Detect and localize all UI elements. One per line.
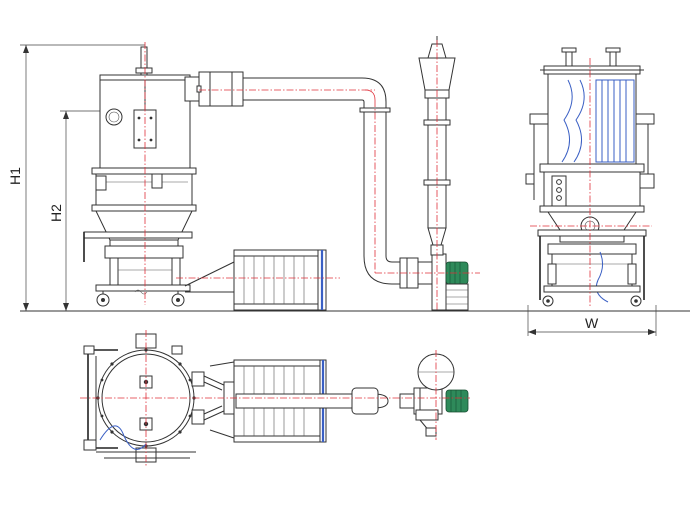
dimension-h2-label: H2 [48,204,64,222]
dimension-h2 [60,110,100,311]
dimension-h1-label: H1 [7,167,23,185]
dimension-h1 [20,44,145,311]
plan-view [83,333,469,463]
dimension-w-label: W [585,315,599,331]
elbow-centerline [364,89,376,101]
dimension-w [527,305,657,336]
air-handler-front [184,249,327,311]
dryer-tower-front [83,46,197,307]
